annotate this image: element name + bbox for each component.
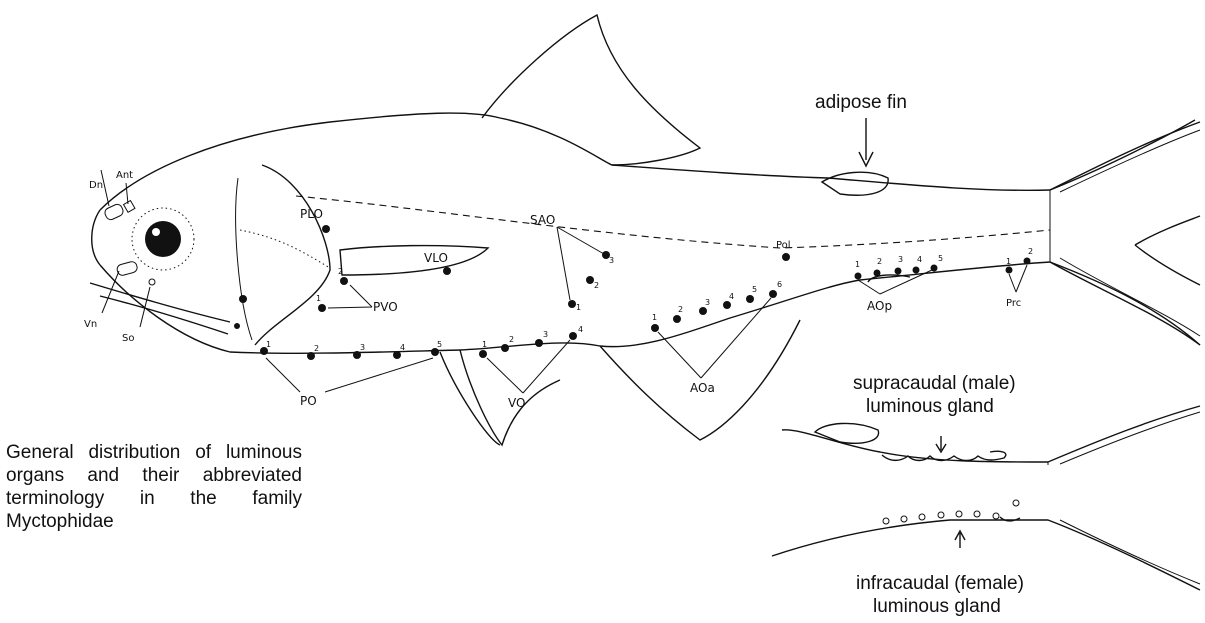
num-aop-5: 5 — [938, 254, 943, 263]
num-po-1: 1 — [266, 340, 271, 349]
label-plo: PLO — [300, 207, 323, 221]
supracaudal-label-line1: supracaudal (male) — [853, 373, 1016, 394]
label-so: So — [122, 333, 134, 344]
num-vo-1: 1 — [482, 340, 487, 349]
label-ant: Ant — [116, 170, 133, 181]
label-pvo: PVO — [373, 300, 398, 314]
num-aoa-5: 5 — [752, 285, 757, 294]
num-vo-2: 2 — [509, 335, 514, 344]
num-po-4: 4 — [400, 343, 405, 352]
infracaudal-label-line2: luminous gland — [873, 596, 1001, 617]
label-vn: Vn — [84, 319, 97, 330]
label-sao: SAO — [530, 213, 555, 227]
num-po-5: 5 — [437, 340, 442, 349]
num-sao-1: 1 — [576, 303, 581, 312]
label-aoa: AOa — [690, 381, 715, 395]
num-sao-2: 2 — [594, 281, 599, 290]
fish-body — [90, 15, 1200, 445]
figure-caption: General distribution of luminous organs … — [6, 441, 302, 533]
num-aoa-6: 6 — [777, 280, 782, 289]
num-pvo-1: 1 — [316, 294, 321, 303]
supracaudal-label-line2: luminous gland — [866, 396, 994, 417]
num-vo-4: 4 — [578, 325, 583, 334]
infracaudal-inset: infracaudal (female) luminous gland — [772, 500, 1200, 617]
num-po-2: 2 — [314, 344, 319, 353]
num-prc-1: 1 — [1006, 257, 1011, 266]
num-pvo-2: 2 — [338, 267, 343, 276]
num-aoa-3: 3 — [705, 298, 710, 307]
num-aop-2: 2 — [877, 257, 882, 266]
num-aop-4: 4 — [917, 255, 922, 264]
num-prc-2: 2 — [1028, 247, 1033, 256]
label-aop: AOp — [867, 299, 892, 313]
num-aop-1: 1 — [855, 260, 860, 269]
label-prc: Prc — [1006, 298, 1021, 309]
supracaudal-inset: supracaudal (male) luminous gland — [782, 373, 1200, 465]
adipose-fin-label: adipose fin — [815, 92, 907, 113]
label-vo: VO — [508, 396, 525, 410]
num-aop-3: 3 — [898, 255, 903, 264]
num-vo-3: 3 — [543, 330, 548, 339]
num-sao-3: 3 — [609, 256, 614, 265]
num-aoa-4: 4 — [729, 292, 734, 301]
num-aoa-2: 2 — [678, 305, 683, 314]
num-po-3: 3 — [360, 343, 365, 352]
infracaudal-label-line1: infracaudal (female) — [856, 573, 1024, 594]
label-vlo: VLO — [424, 251, 448, 265]
label-po: PO — [300, 394, 317, 408]
label-dn: Dn — [89, 180, 103, 191]
num-aoa-1: 1 — [652, 313, 657, 322]
label-pol: Pol — [776, 240, 791, 251]
